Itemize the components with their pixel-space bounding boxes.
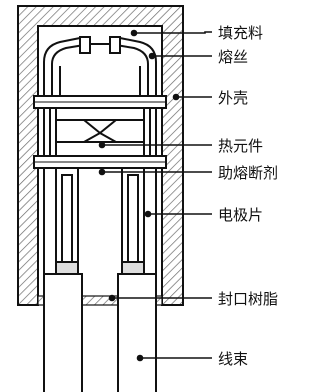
upper-disc [33,95,167,109]
label-filler: 填充料 [218,24,263,42]
sealing-resin [37,295,163,306]
lower-disc [33,155,167,169]
label-flux: 助熔断剂 [218,164,278,182]
label-wire-bundle: 线束 [218,350,248,368]
label-sealing-resin: 封口树脂 [218,290,278,308]
leader-lines [98,29,212,362]
labels: 填充料 熔丝 外壳 热元件 助熔断剂 电极片 封口树脂 线束 [218,24,278,368]
label-thermal-element: 热元件 [218,137,263,155]
fuse-wire [43,36,157,96]
electrode-plates [55,167,145,275]
casing-shell [17,5,184,306]
leader-filler [134,31,212,34]
label-electrode: 电极片 [218,206,263,224]
wire-bundle [43,273,157,392]
label-casing: 外壳 [218,89,248,107]
inner-rails [43,108,157,296]
thermal-element [55,107,145,157]
label-fuse-wire: 熔丝 [218,48,248,66]
